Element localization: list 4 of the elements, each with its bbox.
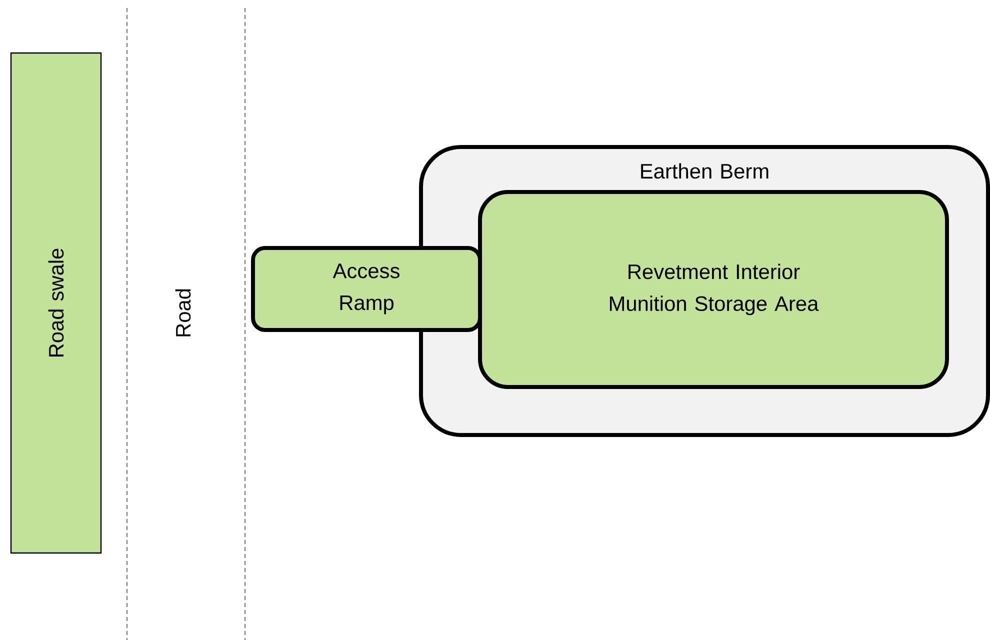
storage-area-box: Revetment Interior Munition Storage Area [478,190,949,389]
ramp-box: Access Ramp [251,246,482,332]
swale-strip: Road swale [10,52,102,554]
road-label: Road [175,289,191,336]
